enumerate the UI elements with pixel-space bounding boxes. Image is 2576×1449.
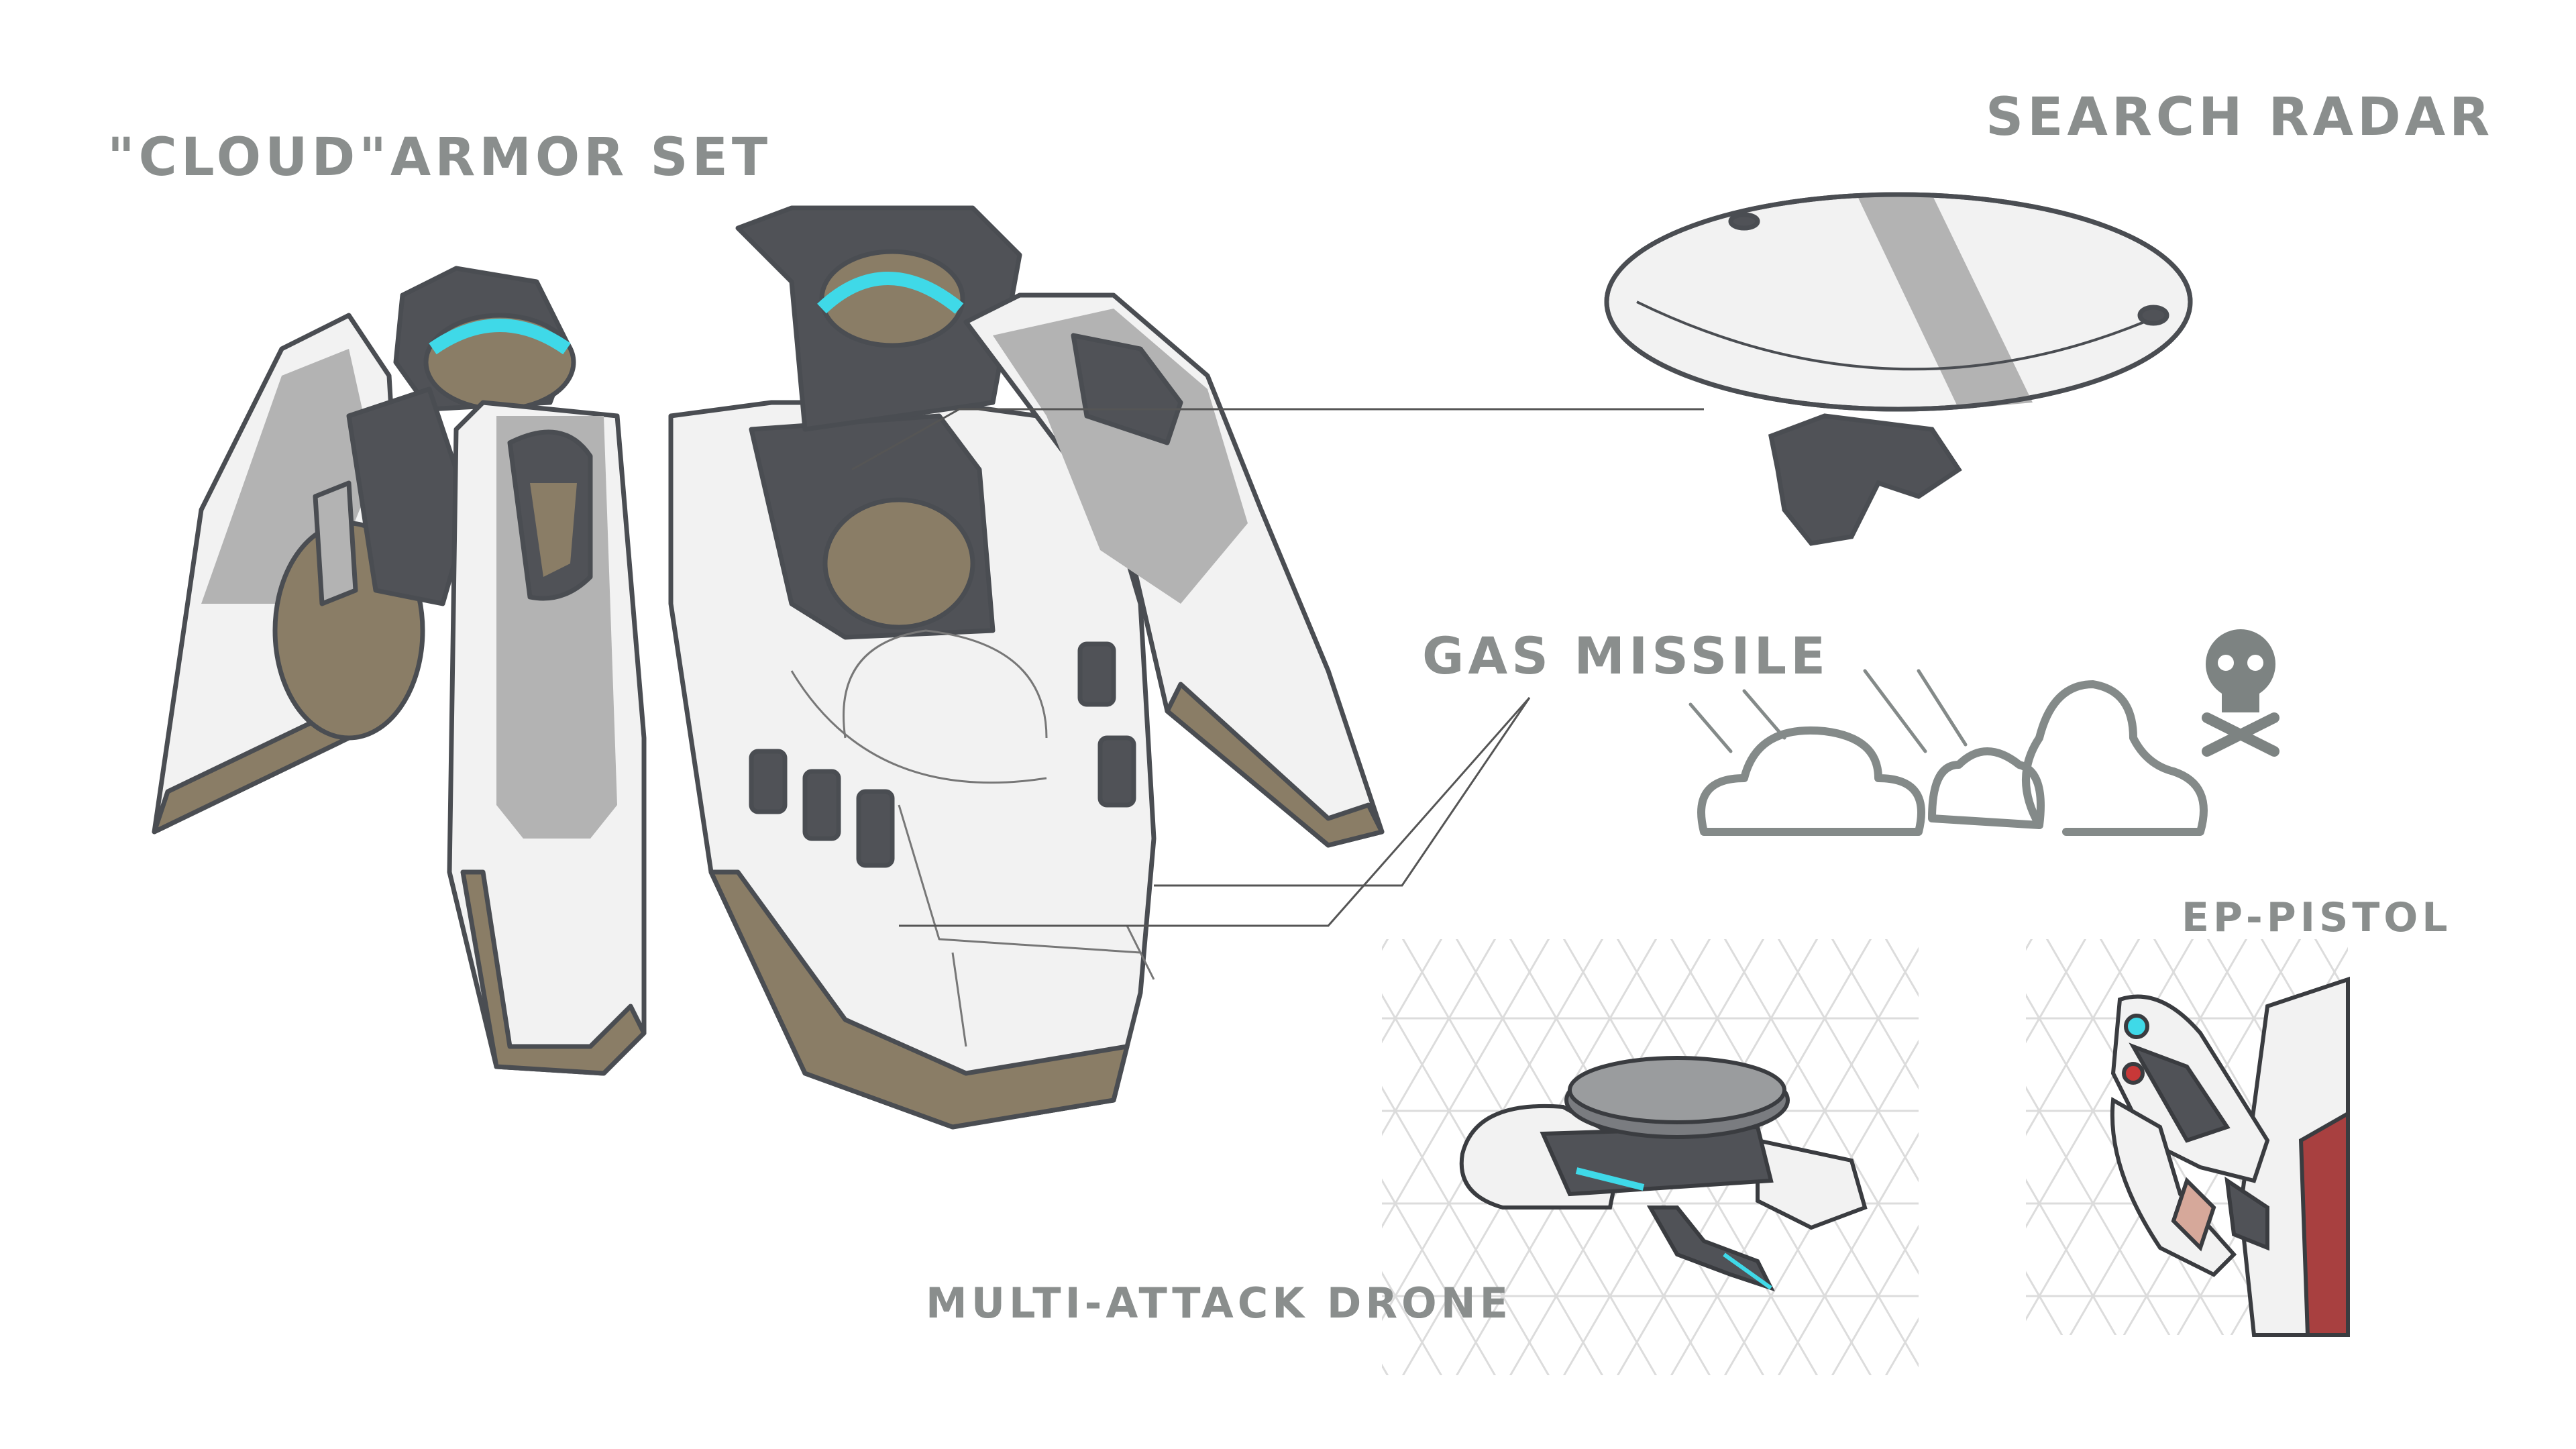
- search-radar-title: SEARCH RADAR: [1986, 87, 2494, 148]
- armor-leader-lines: [851, 408, 1704, 927]
- ep-pistol-title: EP-PISTOL: [2182, 894, 2452, 941]
- skull-crossbones-icon: [2202, 629, 2279, 757]
- drone-panel: [1382, 939, 1919, 1375]
- drone-title: MULTI-ATTACK DRONE: [926, 1279, 1513, 1328]
- pistol-panel: [2026, 939, 2350, 1337]
- gas-missile-title: GAS MISSILE: [1422, 626, 1829, 686]
- gas-missile-illustration: [1688, 669, 2208, 836]
- cloud-armor-illustration: [152, 205, 1385, 1130]
- armor-set-title: "CLOUD"ARMOR SET: [107, 127, 772, 188]
- search-radar-illustration: [1604, 192, 2193, 546]
